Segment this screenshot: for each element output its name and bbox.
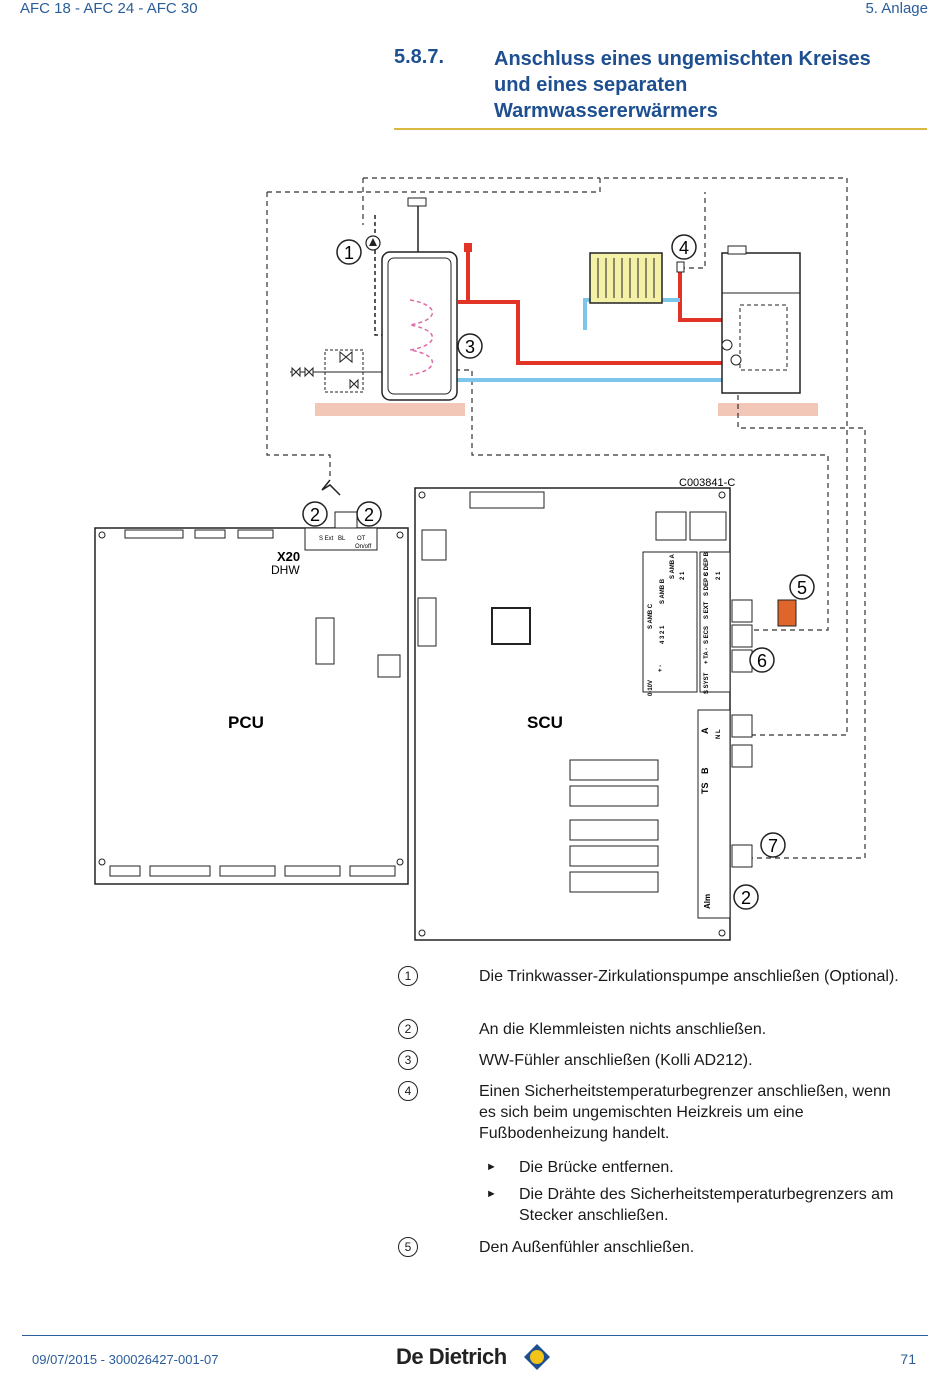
ref-code: C003841-C — [679, 477, 735, 489]
term-ta: + TA - — [704, 648, 710, 664]
callout-1: 1 — [344, 243, 354, 263]
substep-1: Die Brücke entfernen. — [519, 1159, 674, 1176]
term-samb-b: S AMB B — [660, 578, 666, 604]
term-sdep-b: S DEP B — [704, 551, 710, 576]
scu-term-labels: 0-10V + - 4 3 2 1 S AMB C S AMB B S AMB … — [648, 551, 722, 909]
boiler — [721, 245, 801, 394]
term-ts: TS — [700, 782, 710, 794]
callout-2c: 2 — [741, 888, 751, 908]
scu-board — [414, 487, 753, 941]
pcu-term-onoff: On/off — [355, 544, 372, 550]
term-pm: + - — [658, 665, 664, 672]
term-4321: 4 3 2 1 — [660, 625, 666, 644]
callout-2b: 2 — [364, 505, 374, 525]
callout-4: 4 — [679, 238, 689, 258]
legend-text-4: Einen Sicherheitstemperaturbegrenzer ans… — [479, 1083, 891, 1142]
pcu-label: PCU — [228, 713, 264, 732]
legend-num-3: 3 — [398, 1050, 418, 1070]
substep-2: Die Drähte des Sicherheitstemperaturbegr… — [519, 1186, 894, 1224]
wiring-diagram: C003841-C PCU SCU X20 DHW S Ext BL OT On… — [94, 177, 866, 941]
brand-logo: De Dietrich — [396, 1344, 507, 1370]
callout-6: 6 — [757, 651, 767, 671]
term-sdep-c: S DEP C — [704, 571, 710, 596]
section-title: Anschluss eines ungemischten Kreises und… — [494, 48, 871, 122]
footer-doc-ref: 09/07/2015 - 300026427-001-07 — [32, 1352, 219, 1367]
thermostat-limiter — [676, 261, 685, 273]
page-number: 71 — [900, 1351, 916, 1367]
header-chapter: 5. Anlage — [865, 0, 928, 17]
vent-valve — [464, 243, 472, 252]
header-doc-title: AFC 18 - AFC 24 - AFC 30 — [20, 0, 198, 17]
legend-num-4: 4 — [398, 1081, 418, 1101]
term-alm: Alm — [703, 894, 712, 909]
callout-5: 5 — [797, 578, 807, 598]
bullet-arrow-icon: ► — [486, 1188, 497, 1200]
callout-2a: 2 — [310, 505, 320, 525]
legend-num-2: 2 — [398, 1019, 418, 1039]
callout-3: 3 — [465, 337, 475, 357]
hot-water-tank — [381, 197, 458, 401]
term-samb-a: S AMB A — [670, 553, 676, 579]
pcu-board — [94, 511, 409, 885]
safety-group — [290, 349, 382, 393]
term-21-a: 2 1 — [680, 571, 686, 580]
legend-text-3: WW-Fühler anschließen (Kolli AD212). — [479, 1052, 753, 1069]
legend-num-1: 1 — [398, 966, 418, 986]
legend-text-1: Die Trinkwasser-Zirkulationspumpe anschl… — [479, 968, 899, 985]
section-number: 5.8.7. — [394, 46, 445, 68]
dashed-wires — [266, 177, 866, 859]
floor-right — [718, 403, 818, 416]
scu-label: SCU — [527, 713, 563, 732]
bullet-arrow-icon: ► — [486, 1161, 497, 1173]
legend-text-2: An die Klemmleisten nichts anschließen. — [479, 1021, 767, 1038]
brand-name: De Dietrich — [396, 1344, 507, 1369]
legend-num-5: 5 — [398, 1237, 418, 1257]
callouts: 1 4 3 2 2 5 6 7 2 — [302, 234, 815, 910]
radiator — [589, 252, 663, 304]
pcu-term-sext: S Ext — [319, 536, 334, 542]
floor-left — [315, 403, 465, 416]
pcu-term-ot: OT — [357, 536, 366, 542]
term-21-b: 2 1 — [716, 571, 722, 580]
term-a: A — [700, 727, 710, 734]
section-rule — [394, 128, 927, 130]
term-nl: N L — [716, 729, 722, 739]
callout-7: 7 — [768, 836, 778, 856]
legend-text-5: Den Außenfühler anschließen. — [479, 1239, 695, 1256]
dhw-label: DHW — [271, 563, 300, 577]
term-ssyst: S SYST — [704, 672, 710, 694]
term-b: B — [700, 767, 710, 774]
footer-rule — [22, 1335, 928, 1336]
term-sext: S EXT — [704, 601, 710, 619]
term-010v: 0-10V — [648, 680, 654, 696]
term-samb-c: S AMB C — [648, 603, 654, 629]
brand-diamond-icon — [524, 1344, 550, 1370]
outdoor-sensor — [777, 599, 797, 627]
pcu-term-bl: BL — [338, 536, 346, 542]
x20-label: X20 — [277, 549, 300, 564]
term-secs: S ECS — [704, 626, 710, 644]
